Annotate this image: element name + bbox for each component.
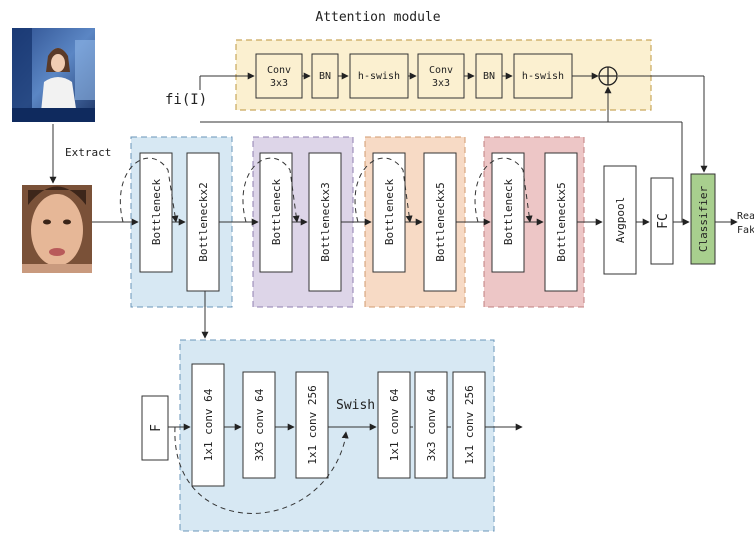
attention-block-bn-1: BN xyxy=(312,54,338,98)
attention-module-title: Attention module xyxy=(315,10,440,25)
sum-icon xyxy=(599,67,617,85)
detail-conv-label: 3x3 conv 64 xyxy=(425,388,438,461)
bottleneck-stack-label: Bottleneckx2 xyxy=(197,182,210,261)
classifier-block: Classifier xyxy=(691,174,715,264)
bottleneck-stack-label: Bottleneckx3 xyxy=(319,182,332,261)
fi-label: fi(I) xyxy=(165,92,207,108)
detail-conv-block-2: 3X3 conv 64 xyxy=(243,372,275,478)
real-label: Real xyxy=(737,211,754,222)
fc-block: FC xyxy=(651,178,673,264)
avgpool-block: Avgpool xyxy=(604,166,636,274)
attention-block-bn-2: BN xyxy=(476,54,502,98)
detail-input-label: F xyxy=(149,424,164,432)
detail-conv-block-1: 1x1 conv 64 xyxy=(192,364,224,486)
attention-block-label: h-swish xyxy=(522,71,564,82)
bottleneck-label: Bottleneck xyxy=(270,179,283,246)
detail-conv-block-6: 1x1 conv 256 xyxy=(453,372,485,478)
detail-input-block: F xyxy=(142,396,168,460)
detail-conv-label: 1x1 conv 256 xyxy=(463,385,476,464)
classifier-label: Classifier xyxy=(697,186,710,253)
attention-block-label: BN xyxy=(483,71,495,82)
detail-conv-block-4: 1x1 conv 64 xyxy=(378,372,410,478)
attention-block-hswish-1: h-swish xyxy=(350,54,408,98)
detail-conv-label: 1x1 conv 256 xyxy=(306,385,319,464)
attention-block-label: BN xyxy=(319,71,331,82)
video-frame-image xyxy=(12,28,95,122)
detail-conv-label: 1x1 conv 64 xyxy=(388,388,401,461)
avgpool-label: Avgpool xyxy=(614,197,627,243)
detail-conv-label: 1x1 conv 64 xyxy=(202,388,215,461)
bottleneck-stack-label: Bottleneckx5 xyxy=(555,182,568,261)
fc-label: FC xyxy=(656,213,671,229)
extract-label: Extract xyxy=(65,146,111,159)
bottleneck-stack-label: Bottleneckx5 xyxy=(434,182,447,261)
attention-block-label: h-swish xyxy=(358,71,400,82)
detail-conv-block-3: 1x1 conv 256 xyxy=(296,372,328,478)
detail-conv-label: 3X3 conv 64 xyxy=(253,388,266,461)
face-crop-image xyxy=(22,185,92,273)
bottleneck-label: Bottleneck xyxy=(383,179,396,246)
swish-label: Swish xyxy=(336,398,375,413)
bottleneck-label: Bottleneck xyxy=(502,179,515,246)
detail-conv-block-5: 3x3 conv 64 xyxy=(415,372,447,478)
bottleneck-label: Bottleneck xyxy=(150,179,163,246)
fake-label: Fake xyxy=(737,225,754,236)
attention-block-hswish-2: h-swish xyxy=(514,54,572,98)
